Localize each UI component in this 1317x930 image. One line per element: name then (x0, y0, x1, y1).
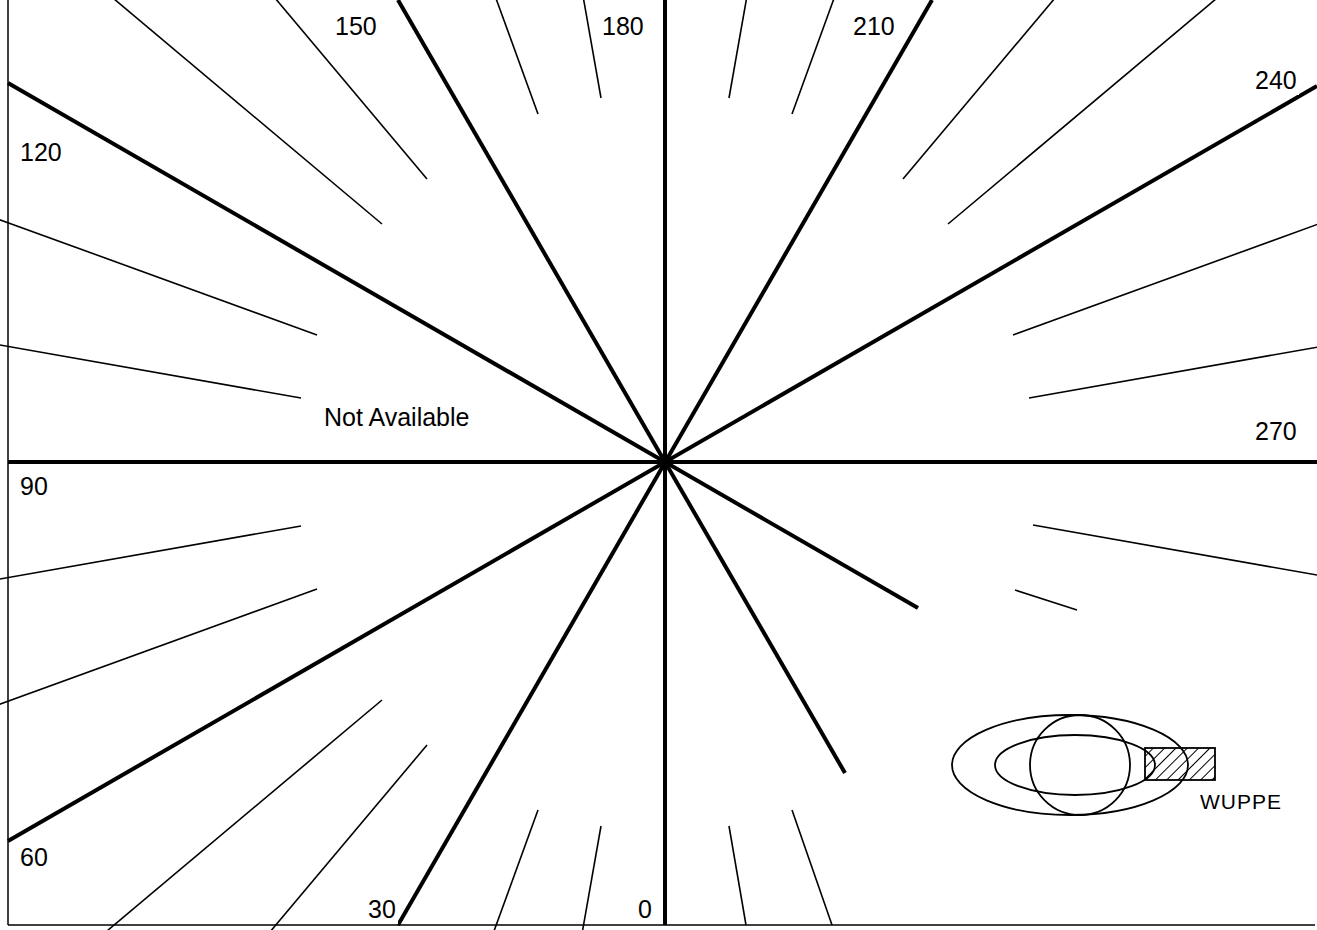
angle-label: 30 (366, 895, 398, 924)
instrument-label: WUPPE (1198, 787, 1284, 816)
angle-label: 60 (18, 843, 50, 872)
angle-label: 180 (600, 12, 646, 41)
angle-label: 240 (1253, 66, 1299, 95)
center-dot (658, 455, 672, 469)
angle-label: 90 (18, 472, 50, 501)
angle-label: 120 (18, 138, 64, 167)
major-spokes (8, 0, 1317, 925)
angle-label: 210 (851, 12, 897, 41)
angle-label: 0 (636, 895, 654, 924)
angle-label: 270 (1253, 417, 1299, 446)
spacecraft-sketch (952, 715, 1215, 815)
note-text: Not Available (322, 403, 471, 432)
angle-label: 150 (333, 12, 379, 41)
